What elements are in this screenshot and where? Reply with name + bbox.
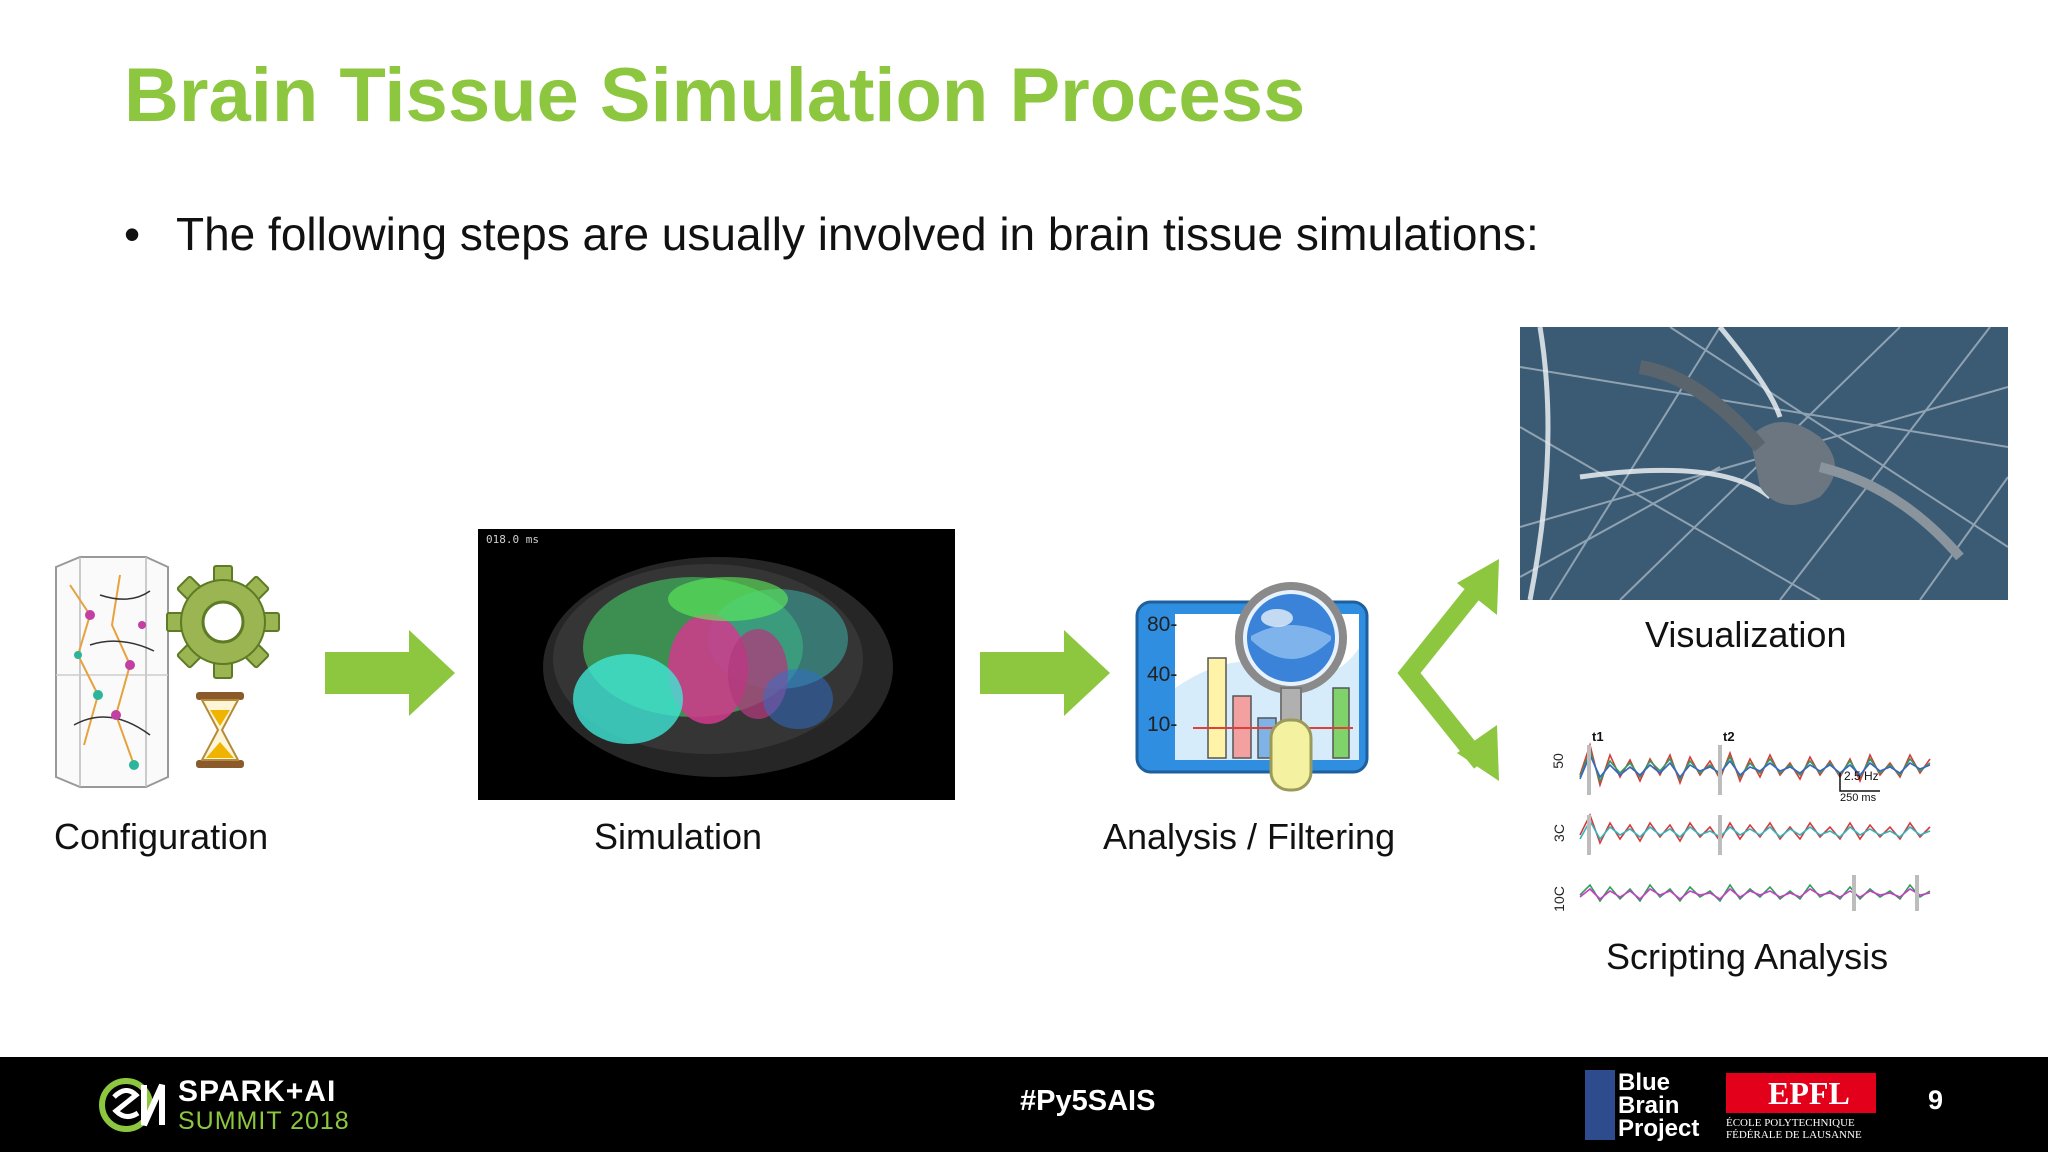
spark-ai-logo-icon (99, 1078, 165, 1132)
bullet-text: The following steps are usually involved… (176, 208, 1539, 260)
simulation-render: 018.0 ms (478, 529, 955, 800)
hourglass-icon (196, 692, 244, 768)
intro-bullet: • The following steps are usually involve… (124, 207, 1539, 262)
brand-event: SUMMIT 2018 (178, 1107, 350, 1135)
fork-arrow-icon (1397, 559, 1499, 781)
scripting-label: Scripting Analysis (1606, 936, 1889, 977)
epfl-subtitle: ÉCOLE POLYTECHNIQUE FÉDÉRALE DE LAUSANNE (1726, 1117, 1862, 1141)
analysis-label: Analysis / Filtering (1103, 816, 1396, 857)
brand-name: SPARK+AI (178, 1075, 337, 1108)
analysis-icon: 80- 40- 10- (1133, 578, 1373, 808)
spike-traces-graphic (1579, 742, 1931, 911)
arrow-right-icon (325, 630, 455, 716)
visualization-label: Visualization (1645, 614, 1847, 655)
epfl-logo-text: EPFL (1768, 1075, 1850, 1111)
neuron-column-graphic (55, 556, 169, 788)
scale-ms: 250 ms (1840, 792, 1877, 804)
gear-icon (166, 565, 280, 679)
scripting-plot: 50 3C 10C t1 t2 2.5 Hz 250 ms (1540, 715, 1950, 920)
arrow-right-icon (980, 630, 1110, 716)
bbp-logo-graphic (1585, 1070, 1615, 1140)
tick-40: 40- (1147, 663, 1178, 686)
neuron-visual-graphic (1520, 327, 2008, 600)
row-label-10c: 10C (1550, 886, 1567, 912)
tick-10: 10- (1147, 713, 1178, 736)
configuration-icon (50, 555, 300, 795)
tick-80: 80- (1147, 613, 1178, 636)
marker-t1: t1 (1592, 729, 1604, 744)
simulation-label: Simulation (594, 816, 763, 857)
marker-t2: t2 (1723, 729, 1735, 744)
bullet-dot-icon: • (124, 208, 141, 260)
row-label-3c: 3C (1550, 824, 1567, 842)
bbp-logo-text: Blue Brain Project (1618, 1069, 1700, 1142)
page-number: 9 (1928, 1085, 1944, 1115)
simulation-timestamp: 018.0 ms (486, 533, 539, 546)
epfl-logo: EPFL (1726, 1073, 1876, 1113)
footer-bar: SPARK+AI SUMMIT 2018 #Py5SAIS Blue Brain… (0, 1057, 2048, 1152)
magnifier-icon (1235, 582, 1347, 792)
scale-hz: 2.5 Hz (1844, 769, 1879, 783)
visualization-render (1520, 327, 2008, 600)
configuration-label: Configuration (54, 816, 269, 857)
brain-volume-graphic (543, 557, 893, 777)
row-label-50: 50 (1549, 753, 1566, 769)
hashtag: #Py5SAIS (1020, 1085, 1156, 1117)
slide-title: Brain Tissue Simulation Process (124, 53, 1306, 138)
